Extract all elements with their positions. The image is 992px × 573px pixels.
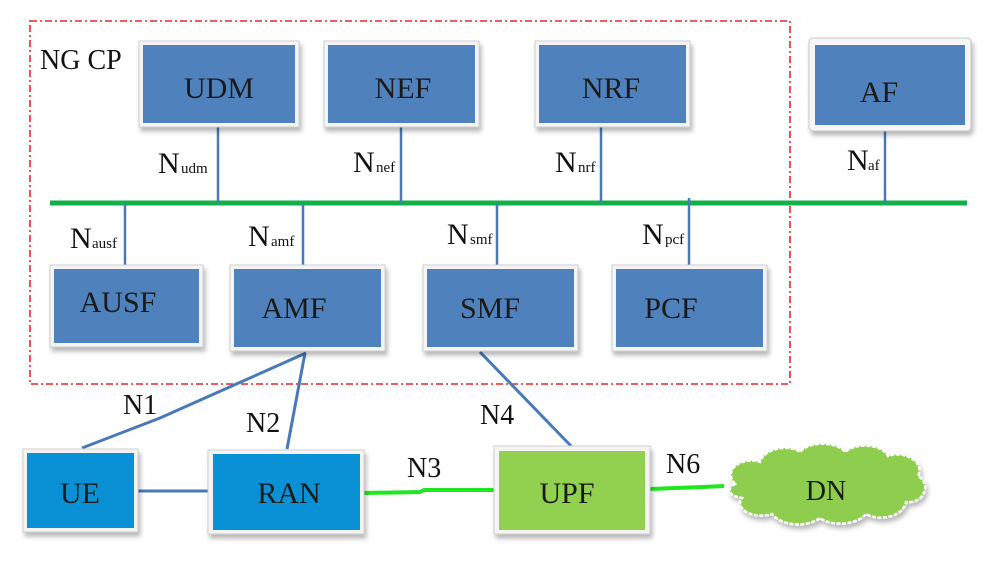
nsmf-label: N smf [447, 218, 493, 251]
svg-text:nrf: nrf [578, 160, 596, 176]
amf-label: AMF [261, 292, 326, 325]
n1-link [81, 351, 307, 450]
ran-label: RAN [257, 477, 320, 510]
n2-label: N2 [246, 408, 280, 439]
naf-label: N af [847, 144, 880, 177]
svg-text:N: N [847, 144, 869, 177]
pcf-node[interactable]: PCF [611, 264, 768, 352]
ng-cp-label: NG CP [40, 45, 122, 76]
dn-cloud[interactable]: DN [728, 442, 927, 526]
svg-text:ausf: ausf [92, 236, 117, 252]
n4-link [478, 350, 574, 449]
smf-node[interactable]: SMF [422, 264, 579, 352]
nudm-label: N udm [158, 147, 208, 180]
pcf-label: PCF [644, 292, 697, 325]
namf-label: N amf [248, 220, 294, 253]
svg-text:N: N [555, 146, 577, 179]
svg-text:smf: smf [470, 232, 493, 248]
nrf-node[interactable]: NRF [534, 40, 691, 128]
svg-text:N: N [353, 146, 375, 179]
udm-node[interactable]: UDM [138, 40, 300, 128]
dn-label: DN [806, 476, 846, 507]
n1-label: N1 [123, 390, 157, 421]
svg-text:N: N [642, 218, 664, 251]
svg-text:af: af [868, 158, 880, 174]
nausf-label: N ausf [70, 222, 117, 255]
upf-label: UPF [539, 477, 594, 510]
svg-text:N: N [248, 220, 270, 253]
n6-label: N6 [666, 449, 700, 480]
svg-text:N: N [447, 218, 469, 251]
nnef-label: N nef [353, 146, 395, 179]
n6-link [649, 484, 725, 491]
svg-text:pcf: pcf [665, 232, 684, 248]
svg-text:nef: nef [376, 160, 395, 176]
svg-text:N: N [158, 147, 180, 180]
n2-link [285, 352, 307, 450]
n4-label: N4 [480, 400, 514, 431]
npcf-label: N pcf [642, 218, 684, 251]
svg-text:amf: amf [271, 234, 294, 250]
svg-text:N: N [70, 222, 92, 255]
nef-node[interactable]: NEF [323, 40, 480, 128]
ran-node[interactable]: RAN [207, 449, 365, 535]
nnrf-label: N nrf [555, 146, 596, 179]
upf-node[interactable]: UPF [493, 445, 651, 535]
ausf-node[interactable]: AUSF [49, 264, 204, 348]
cloud-icon [728, 442, 927, 526]
af-label: AF [860, 76, 898, 109]
smf-label: SMF [460, 292, 520, 325]
n3-link [363, 488, 494, 495]
ue-node[interactable]: UE [22, 448, 139, 533]
af-node[interactable]: AF [808, 37, 972, 132]
svg-text:udm: udm [181, 161, 208, 177]
nef-label: NEF [375, 72, 432, 105]
udm-label: UDM [184, 72, 254, 105]
nrf-label: NRF [582, 72, 640, 105]
n3-label: N3 [407, 453, 441, 484]
ue-label: UE [60, 477, 100, 510]
amf-node[interactable]: AMF [229, 264, 386, 352]
service-connectors [123, 127, 887, 268]
ausf-label: AUSF [80, 286, 157, 319]
